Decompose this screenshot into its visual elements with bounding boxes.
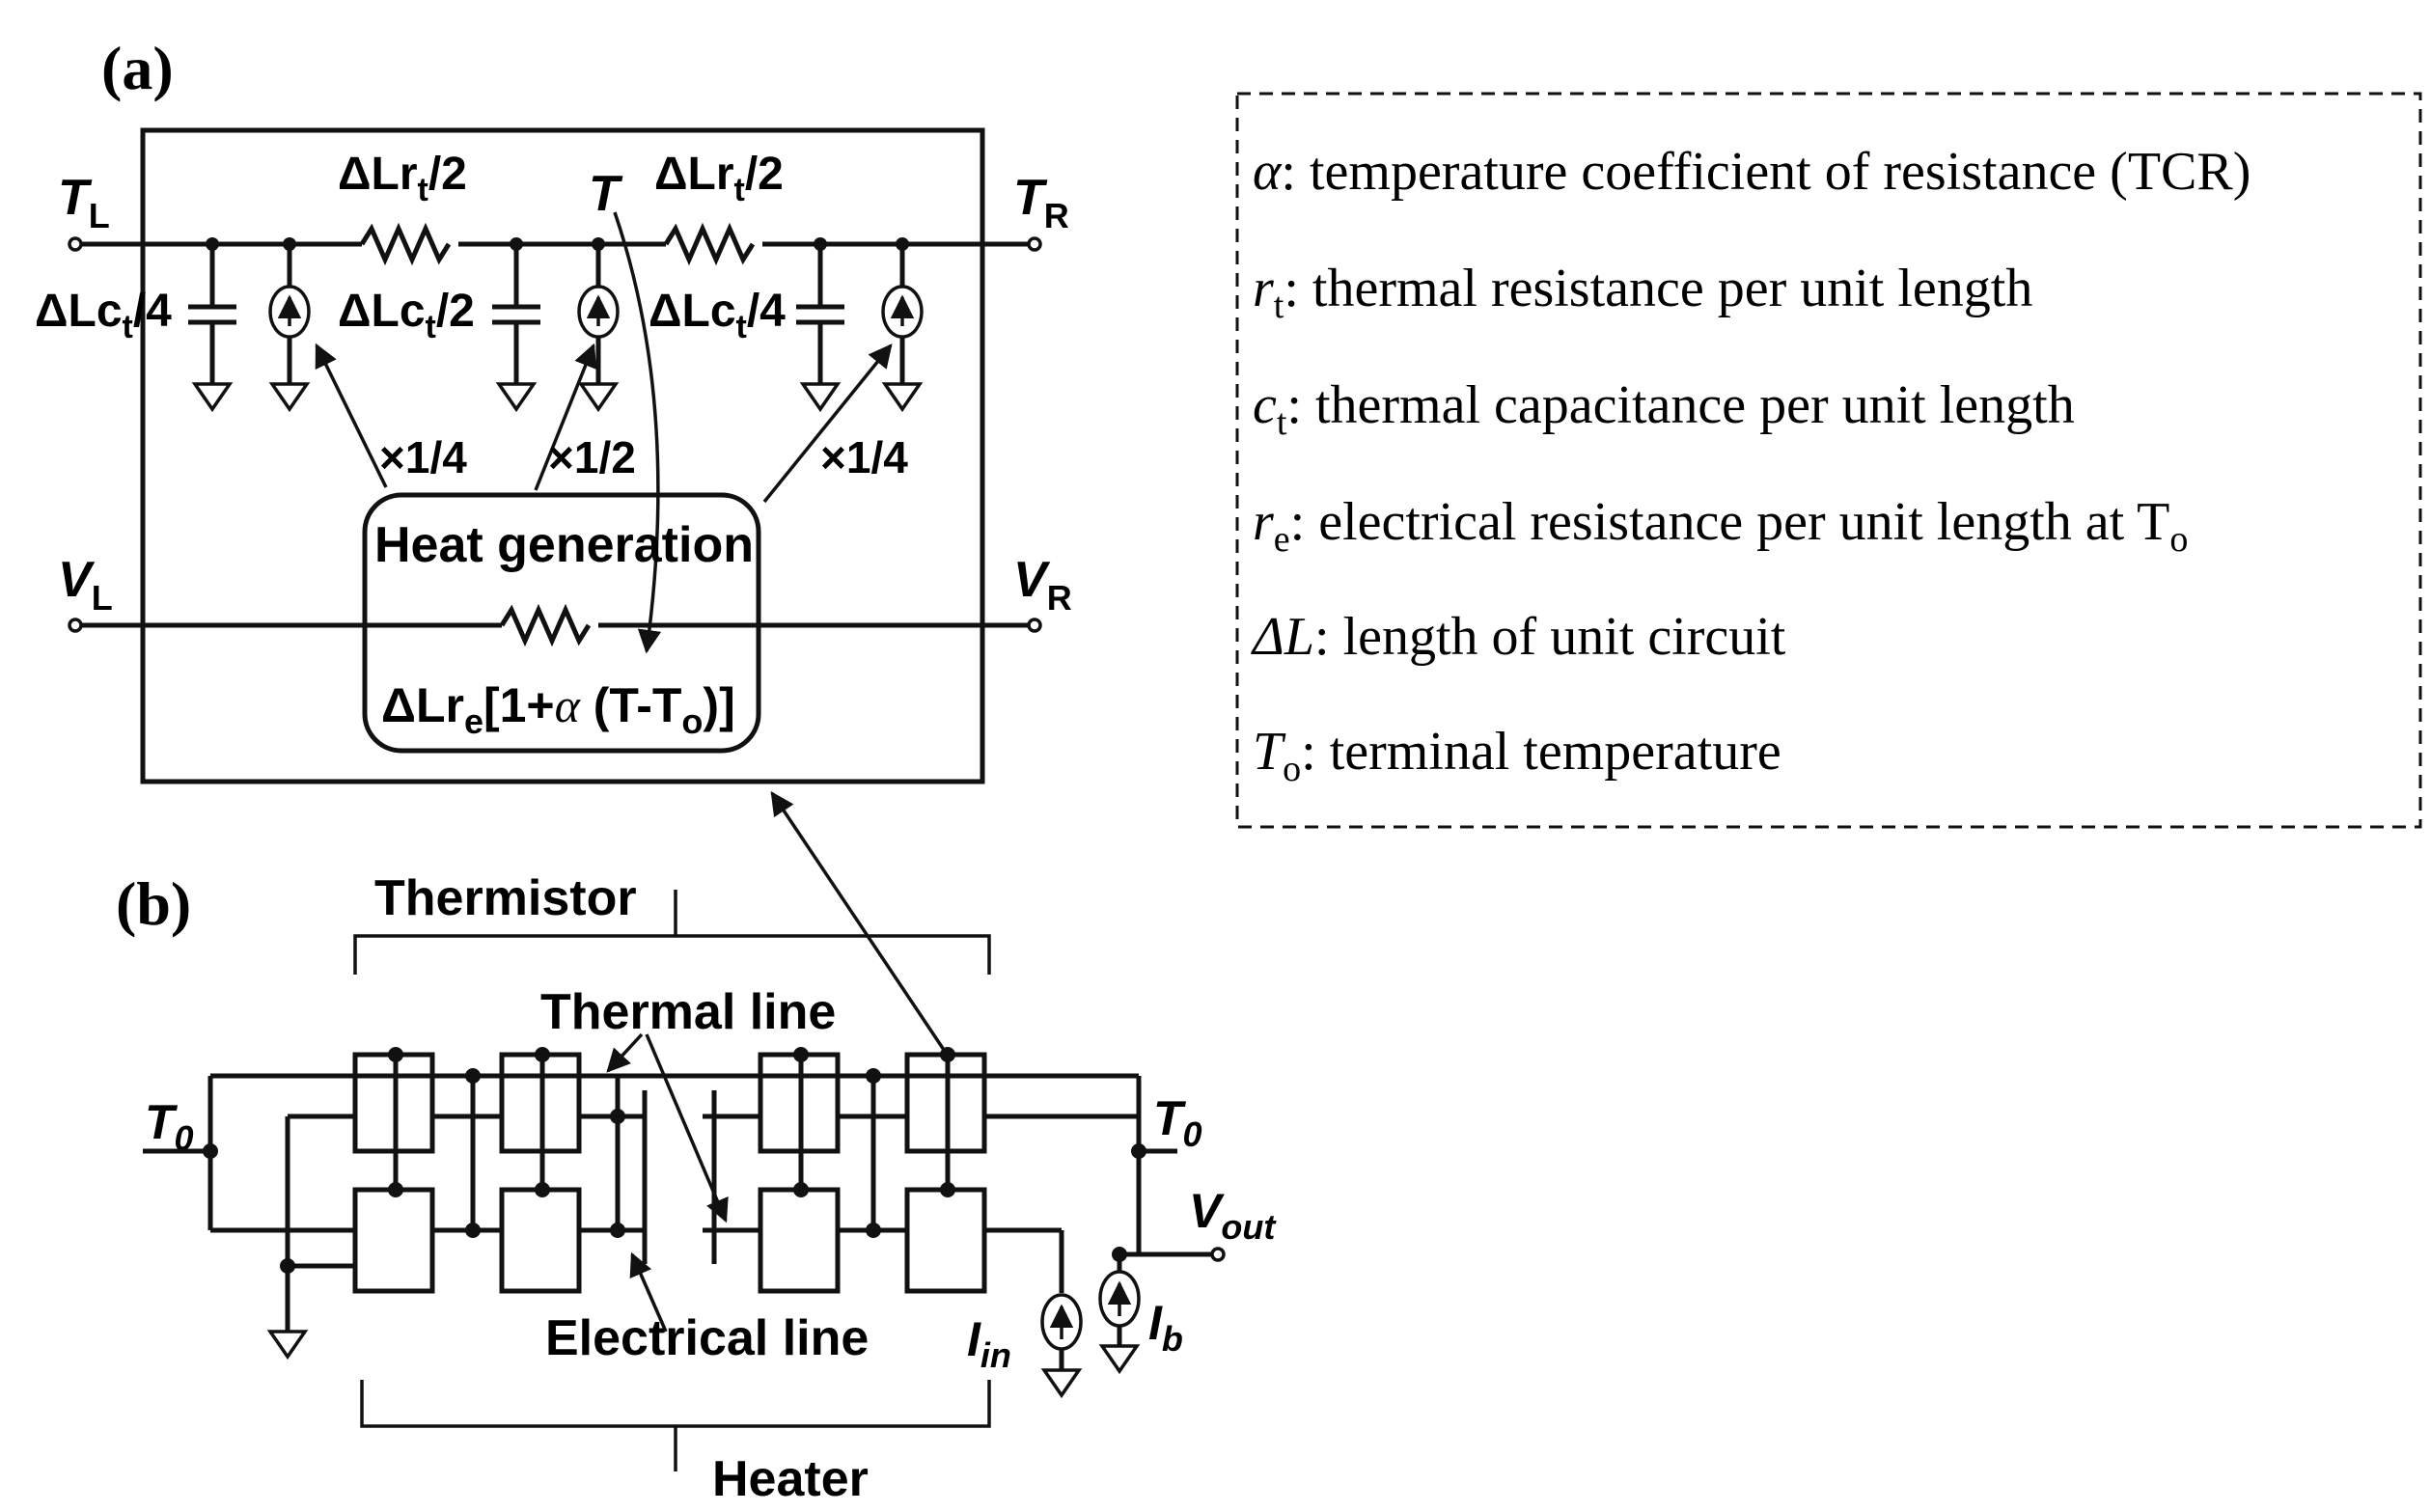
heater-block-3 [758,1182,841,1294]
label-res1: ΔLrt/2 [338,149,467,208]
unit-circuit-box [140,127,985,784]
current-source-2 [577,237,620,413]
terminal-vr [1027,618,1042,633]
thermal-line-arrow-1 [606,1032,644,1073]
heat-arrow-3 [762,344,893,504]
cap-branch-2 [492,237,540,413]
thermistor-block-4 [904,1047,987,1190]
label-cap3: ΔLct/4 [649,286,786,345]
heat-formula: ΔLre[1+α (T-To)] [381,678,735,741]
heater-block-2 [499,1182,582,1294]
legend-box [1235,92,2422,829]
electrical-line-label: Electrical line [545,1310,869,1366]
heat-generation-title: Heat generation [374,517,754,573]
thermal-line-arrow-2 [645,1033,729,1223]
legend-item-to: To: terminal temperature [1253,722,1781,789]
panel-a-label: (a) [101,34,174,102]
cap-branch-1 [188,237,236,413]
thermal-line-a [68,222,1042,266]
thermistor-block-2 [499,1047,582,1190]
label-t-node: T [589,166,623,222]
ground-b [266,1330,309,1361]
legend-item-ct: ct: thermal capacitance per unit length [1253,375,2075,443]
label-mult-1: ×1/4 [379,432,467,482]
label-cap1: ΔLct/4 [35,286,172,345]
electrical-line-a [68,603,1042,647]
label-vl: VL [58,552,113,618]
label-vout: Vout [1189,1184,1277,1247]
terminal-vl [68,618,83,633]
terminal-tl [68,236,83,252]
current-source-iin [1040,1293,1083,1399]
current-source-ib [1098,1254,1141,1375]
current-source-3 [881,237,924,413]
label-iin: Iin [967,1312,1011,1375]
legend-list: α: temperature coefficient of resistance… [1251,142,2251,789]
legend-item-rt: rt: thermal resistance per unit length [1253,259,2032,326]
label-mult-2: ×1/2 [548,432,636,482]
temperature-feedback-arrow [613,211,662,654]
thermistor-block-1 [352,1047,435,1190]
legend-item-dl: ΔL: length of unit circuit [1251,607,1786,667]
terminal-tr [1027,236,1042,252]
panel-b-label: (b) [116,869,191,938]
heater-block-4 [904,1182,987,1294]
thermistor-block-3 [758,1047,841,1190]
label-res2: ΔLrt/2 [654,149,784,208]
label-t0-right: T0 [1153,1091,1202,1154]
thermal-loop-b [143,1073,1139,1233]
heater-brace [360,1380,991,1471]
legend-item-alpha: α: temperature coefficient of resistance… [1253,142,2251,202]
heater-block-1 [352,1182,435,1294]
heater-label: Heater [712,1451,869,1507]
label-mult-3: ×1/4 [820,432,908,482]
current-source-1 [268,237,311,413]
label-cap2: ΔLct/2 [338,286,475,345]
thermistor-label: Thermistor [374,870,637,926]
label-ib: Ib [1148,1296,1183,1359]
heat-arrow-2 [534,343,597,491]
zoom-arrow [770,790,946,1051]
electrical-line-arrow [629,1251,668,1333]
label-tr: TR [1013,170,1069,235]
thermistor-brace [353,890,991,975]
block-interconnects [432,1068,1226,1293]
heat-arrow-1 [315,343,388,488]
cap-branch-3 [796,237,844,413]
label-t0-left: T0 [145,1095,194,1158]
label-vr: VR [1013,552,1072,618]
label-tl: TL [58,170,110,235]
thermal-line-label: Thermal line [540,984,836,1040]
legend-item-re: re: electrical resistance per unit lengt… [1253,492,2188,560]
